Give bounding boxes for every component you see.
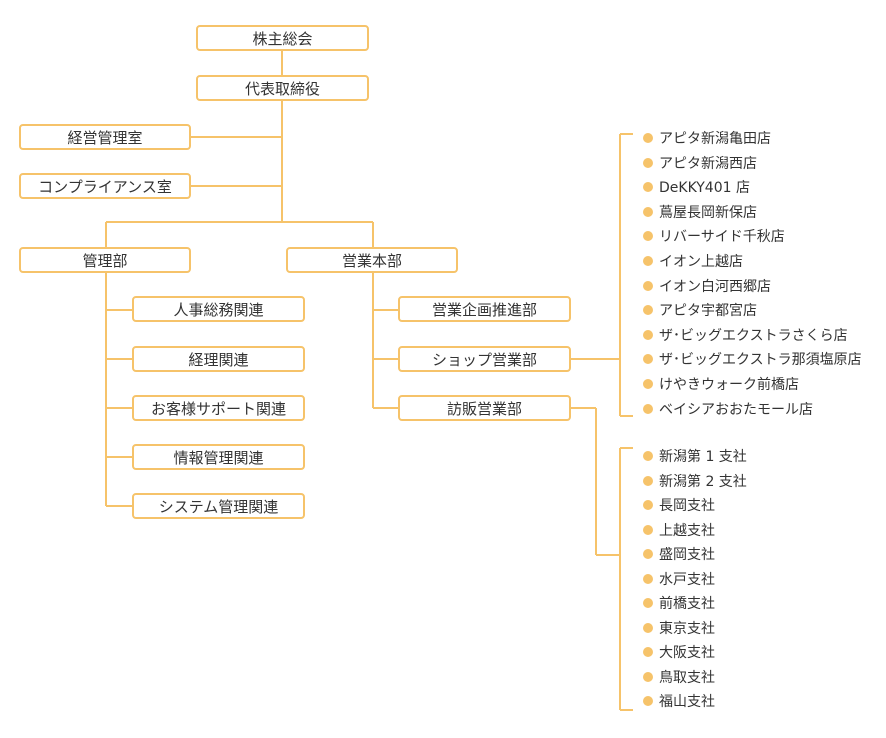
- shop-item-label: ベイシアおおたモール店: [659, 401, 813, 418]
- sales-sub-shop: ショップ営業部: [398, 346, 571, 372]
- shop-item-label: イオン白河西郷店: [659, 278, 771, 295]
- bullet-dot-icon: [643, 231, 653, 242]
- sales-sub-planning: 営業企画推進部: [398, 296, 571, 322]
- bullet-dot-icon: [643, 598, 653, 608]
- bullet-dot-icon: [643, 500, 653, 510]
- bullet-dot-icon: [643, 647, 653, 657]
- shop-item: ザ･ビッグエクストラさくら店: [643, 325, 848, 345]
- ceo-box: 代表取締役: [196, 75, 369, 101]
- shop-item: けやきウォーク前橋店: [643, 374, 799, 394]
- branch-item: 前橋支社: [643, 593, 715, 613]
- branch-item-label: 鳥取支社: [659, 669, 715, 686]
- shop-item-label: ザ･ビッグエクストラさくら店: [659, 327, 848, 344]
- branch-item: 上越支社: [643, 520, 715, 540]
- management-office-box: 経営管理室: [19, 124, 191, 150]
- bullet-dot-icon: [643, 475, 653, 486]
- shop-item-label: けやきウォーク前橋店: [659, 377, 799, 393]
- bullet-dot-icon: [643, 206, 653, 217]
- branch-item-label: 上越支社: [659, 522, 715, 539]
- branch-item: 福山支社: [643, 691, 715, 711]
- shop-item-label: ザ･ビッグエクストラ那須塩原店: [659, 352, 862, 369]
- shop-item: アピタ新潟亀田店: [643, 128, 771, 148]
- branch-item-label: 大阪支社: [659, 645, 715, 661]
- bullet-dot-icon: [643, 573, 653, 584]
- shop-item: アピタ宇都宮店: [643, 300, 757, 320]
- shop-item: イオン白河西郷店: [643, 276, 771, 296]
- branch-item-label: 長岡支社: [659, 498, 715, 514]
- shop-item-label: アピタ新潟西店: [659, 155, 757, 172]
- shop-item: ベイシアおおたモール店: [643, 399, 813, 419]
- compliance-office-box: コンプライアンス室: [19, 173, 191, 199]
- branch-item-label: 東京支社: [659, 620, 715, 637]
- sales-sub-door: 訪販営業部: [398, 395, 571, 421]
- shop-item: アピタ新潟西店: [643, 153, 757, 173]
- bullet-dot-icon: [643, 451, 653, 461]
- shareholders-box: 株主総会: [196, 25, 369, 51]
- bullet-dot-icon: [643, 549, 653, 559]
- branch-item: 盛岡支社: [643, 544, 715, 564]
- bullet-dot-icon: [643, 622, 653, 633]
- branch-item-label: 福山支社: [659, 694, 715, 710]
- bullet-dot-icon: [643, 256, 653, 266]
- bullet-dot-icon: [643, 157, 653, 168]
- branch-item: 水戸支社: [643, 569, 715, 589]
- bullet-dot-icon: [643, 379, 653, 389]
- bullet-dot-icon: [643, 524, 653, 535]
- shop-item: リバーサイド千秋店: [643, 226, 785, 246]
- bullet-dot-icon: [643, 305, 653, 316]
- branch-item: 長岡支社: [643, 495, 715, 515]
- shop-item: 蔦屋長岡新保店: [643, 202, 757, 222]
- shop-item: ザ･ビッグエクストラ那須塩原店: [643, 349, 862, 369]
- shop-item-label: イオン上越店: [659, 254, 743, 270]
- branch-item: 東京支社: [643, 618, 715, 638]
- admin-sub-info: 情報管理関連: [132, 444, 305, 470]
- shop-item-label: アピタ宇都宮店: [659, 303, 757, 320]
- branch-item: 鳥取支社: [643, 667, 715, 687]
- bullet-dot-icon: [643, 354, 653, 365]
- bullet-dot-icon: [643, 696, 653, 706]
- admin-sub-accounting: 経理関連: [132, 346, 305, 372]
- branch-item: 新潟第 2 支社: [643, 471, 747, 491]
- branch-item-label: 前橋支社: [659, 596, 715, 612]
- branch-item-label: 水戸支社: [659, 571, 715, 588]
- branch-item-label: 新潟第 1 支社: [659, 449, 747, 465]
- admin-sub-system: システム管理関連: [132, 493, 305, 519]
- shop-item: DeKKY401 店: [643, 177, 750, 197]
- bullet-dot-icon: [643, 182, 653, 193]
- sales-hq-box: 営業本部: [286, 247, 458, 273]
- shop-item-label: リバーサイド千秋店: [659, 229, 785, 246]
- branch-item: 大阪支社: [643, 642, 715, 662]
- bullet-dot-icon: [643, 280, 653, 291]
- branch-item-label: 盛岡支社: [659, 547, 715, 563]
- bullet-dot-icon: [643, 329, 653, 340]
- bullet-dot-icon: [643, 133, 653, 143]
- bullet-dot-icon: [643, 403, 653, 414]
- admin-dept-box: 管理部: [19, 247, 191, 273]
- branch-item-label: 新潟第 2 支社: [659, 473, 747, 490]
- bullet-dot-icon: [643, 671, 653, 682]
- admin-sub-support: お客様サポート関連: [132, 395, 305, 421]
- shop-item-label: DeKKY401 店: [659, 180, 750, 197]
- shop-item-label: アピタ新潟亀田店: [659, 131, 771, 147]
- shop-item-label: 蔦屋長岡新保店: [659, 204, 757, 221]
- branch-item: 新潟第 1 支社: [643, 446, 747, 466]
- shop-item: イオン上越店: [643, 251, 743, 271]
- admin-sub-hr: 人事総務関連: [132, 296, 305, 322]
